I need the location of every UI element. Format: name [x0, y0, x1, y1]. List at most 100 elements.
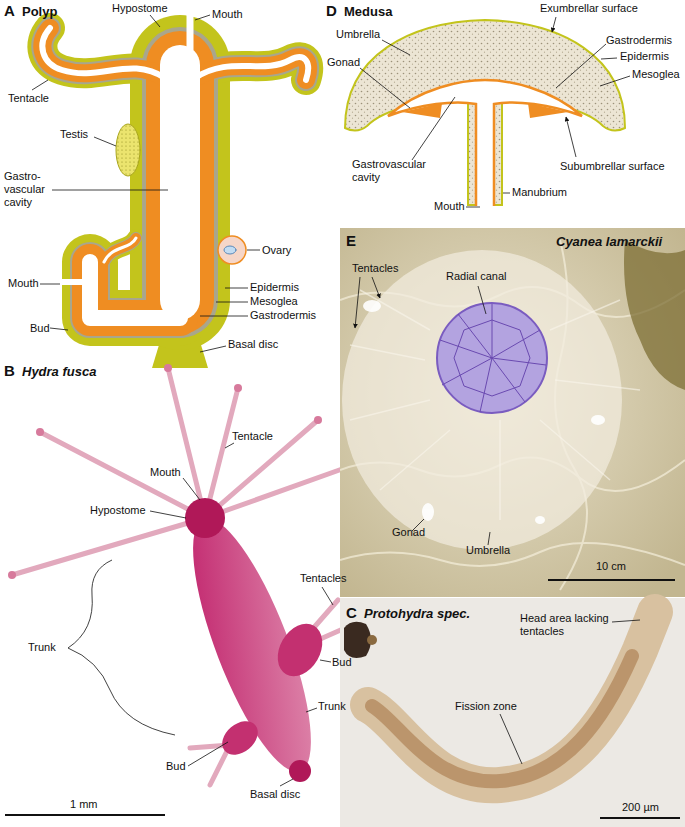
panel-title: Medusa	[344, 4, 392, 19]
caustics	[340, 240, 685, 590]
leader-line	[32, 80, 48, 90]
epidermis-layer	[42, 28, 308, 318]
leader-line	[601, 58, 617, 59]
tentacle	[42, 28, 165, 78]
leader-line	[50, 328, 68, 330]
tentacle	[380, 430, 450, 490]
protohydra-gut	[372, 656, 632, 781]
gonad	[535, 516, 545, 524]
radial-canal	[492, 330, 540, 358]
leader-line	[556, 44, 606, 88]
testis	[116, 124, 140, 176]
part-label: Gastro- vascular cavity	[4, 170, 56, 209]
part-label: Trunk	[318, 700, 346, 713]
leader-line	[488, 532, 490, 545]
mouth-opening	[187, 8, 194, 50]
protohydra-body	[368, 612, 655, 785]
leader-line	[150, 511, 186, 518]
leader-line	[322, 587, 333, 605]
bud-cavity	[90, 262, 180, 318]
radial-canal	[442, 358, 492, 385]
part-label: Tentacle	[8, 92, 49, 105]
hydra-trunk	[170, 506, 334, 784]
part-label: Mouth	[434, 200, 465, 213]
bud-mouth-opening	[56, 279, 84, 285]
caustic	[340, 543, 685, 566]
body-column	[146, 65, 214, 300]
part-label: Mouth	[150, 466, 181, 479]
leader-line	[382, 40, 410, 55]
leader-line	[412, 97, 455, 160]
part-label: Gastrodermis	[250, 309, 316, 322]
tentacle	[550, 300, 620, 330]
leader-line	[188, 742, 228, 766]
panel-letter: D	[326, 2, 337, 19]
leader-lines-a	[32, 15, 260, 352]
part-label: Tentacle	[232, 430, 273, 443]
tentacle	[350, 400, 430, 420]
tentacle	[555, 380, 640, 390]
bell-centre	[437, 303, 547, 413]
scale-bar	[5, 814, 165, 816]
tentacle-fringe	[350, 290, 640, 520]
leader-lines-c	[500, 620, 680, 818]
bud-tentacle	[104, 238, 136, 262]
part-label: Tentacles	[352, 262, 398, 275]
basal-disc	[289, 760, 311, 782]
part-label: Testis	[60, 128, 88, 141]
part-label: Gastrovascular cavity	[352, 158, 436, 184]
radial-canal	[492, 358, 525, 402]
cyanea-photo	[340, 228, 685, 597]
part-label: Radial canal	[446, 270, 507, 283]
cavity-layer	[42, 8, 308, 318]
part-label: Gonad	[327, 56, 360, 69]
tentacle-tip	[164, 364, 172, 372]
umbrella	[342, 250, 622, 550]
water-ground	[340, 228, 685, 597]
scale-label: 200 µm	[622, 801, 659, 814]
gastrovascular-cavity	[388, 80, 582, 207]
bud-tentacle	[104, 238, 136, 262]
panel-letter: B	[4, 362, 15, 379]
panel-letter: C	[346, 604, 357, 621]
part-label: Fission zone	[455, 700, 517, 713]
tentacle	[499, 420, 501, 520]
tentacle	[205, 468, 345, 518]
leader-line	[503, 193, 510, 194]
leader-line	[200, 316, 248, 317]
hypostome	[185, 498, 225, 538]
leader-arrow	[566, 117, 576, 157]
leader-line	[216, 302, 248, 303]
leader-lines-b	[5, 443, 333, 815]
leader-line	[360, 68, 410, 108]
part-label: Bud	[166, 760, 186, 773]
leader-line	[478, 286, 486, 314]
hydra-photo	[8, 364, 352, 785]
hydra-bud	[216, 714, 265, 761]
part-label: Gonad	[392, 526, 425, 539]
part-label: Basal disc	[250, 788, 300, 801]
part-label: Gastrodermis	[606, 34, 672, 47]
tentacle-cavity	[42, 28, 165, 78]
part-label: Subumbrellar surface	[560, 160, 665, 173]
gonads	[363, 300, 605, 524]
part-label: Bud	[30, 322, 50, 335]
gonad	[422, 503, 434, 521]
gastrovascular-cavity	[160, 65, 200, 300]
gastrodermis-layer	[42, 28, 308, 318]
part-label: Manubrium	[512, 186, 567, 199]
scale-label: 10 cm	[596, 560, 626, 573]
tentacle-tip	[314, 416, 322, 424]
leader-arrow	[552, 17, 556, 32]
tentacle	[360, 290, 430, 330]
photo-ground	[340, 598, 685, 827]
radial-canal	[492, 304, 493, 358]
part-label: Bud	[332, 656, 352, 669]
part-label: Trunk	[28, 641, 56, 654]
part-label: Hypostome	[112, 2, 168, 15]
part-label: Mouth	[212, 8, 243, 21]
gonad	[528, 103, 568, 118]
tentacle	[40, 432, 205, 518]
